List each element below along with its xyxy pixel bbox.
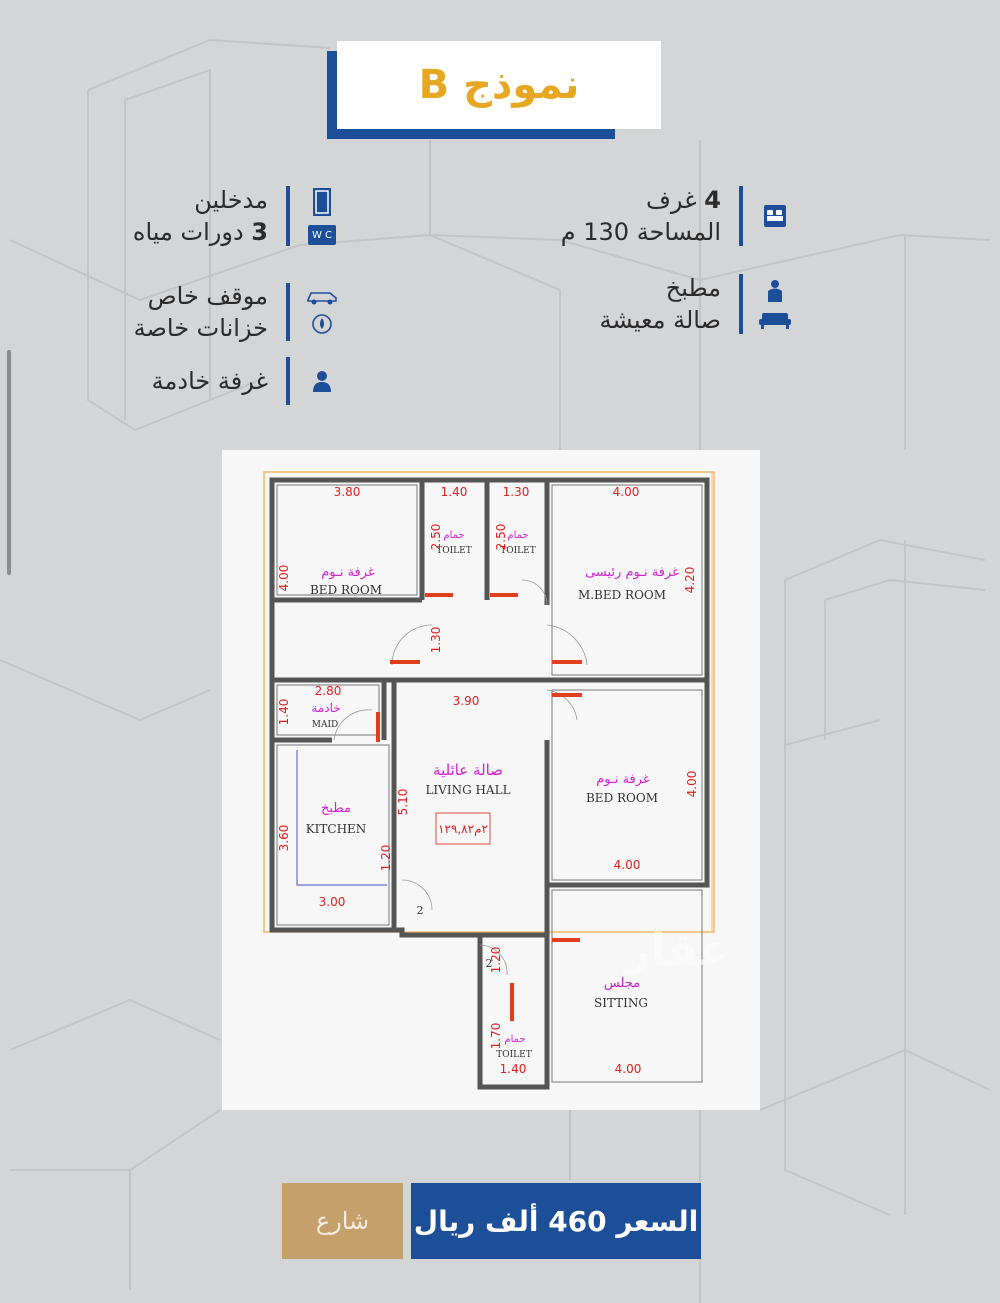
tanks-line: خزانات خاصة <box>133 314 268 342</box>
dim-label: 2.80 <box>315 684 342 698</box>
entrances-line: مدخلين <box>194 186 268 214</box>
price-suffix: ألف ريال <box>413 1204 539 1238</box>
toilet2-en-label: TOILET <box>500 546 536 556</box>
floor-plan-image: غرفة نـوم BED ROOM حمام TOILET حمام TOIL… <box>222 450 760 1110</box>
maid-line: غرفة خادمة <box>151 367 268 395</box>
door-icon <box>313 188 331 216</box>
maid-en-label: MAID <box>312 720 339 730</box>
sofa-icon <box>759 313 791 329</box>
feature-parking-tanks: موقف خاص خزانات خاصة <box>134 280 342 344</box>
dim-label: 3.00 <box>319 895 346 909</box>
maid-ar-label: خادمة <box>311 701 340 715</box>
water-tank-icon <box>312 314 332 334</box>
bed-icon <box>764 205 786 227</box>
car-icon <box>307 292 337 305</box>
dim-label: 1.40 <box>441 485 468 499</box>
dim-label: 1.40 <box>500 1062 527 1076</box>
dim-label: 1.30 <box>503 485 530 499</box>
person-icon <box>313 371 331 392</box>
wc-count: 3 <box>251 218 268 246</box>
watermark-logo: عقار <box>623 925 729 976</box>
dim-label: 2.50 <box>429 524 443 551</box>
dim-label: 3.60 <box>277 825 291 852</box>
dim-label: 1.40 <box>277 699 291 726</box>
rooms-label: غرف <box>645 186 697 214</box>
price-value: 460 <box>548 1204 607 1238</box>
feature-divider <box>286 357 290 405</box>
kitchen-en-label: KITCHEN <box>306 822 367 836</box>
wc-line: 3 دورات مياه <box>133 216 268 248</box>
parking-line: موقف خاص <box>147 282 268 310</box>
rooms-count: 4 <box>704 186 721 214</box>
toilet1-en-label: TOILET <box>436 546 472 556</box>
bed1-en-label: BED ROOM <box>310 583 382 597</box>
kitchen-line: مطبخ <box>665 274 721 302</box>
boundary-outline <box>264 471 713 932</box>
title-card: نموذج B <box>327 41 661 139</box>
toilet3-ar-label: حمام <box>504 1034 525 1045</box>
living-line: صالة معيشة <box>599 306 721 334</box>
door-swings <box>333 579 588 976</box>
dim-label: 4.00 <box>277 565 291 592</box>
title-box: نموذج B <box>337 41 661 129</box>
dim-label: 1.70 <box>489 1023 503 1050</box>
dim-label: 1.30 <box>429 627 443 654</box>
dim-label: 1.20 <box>379 845 393 872</box>
door-number: 2 <box>417 904 424 917</box>
feature-divider <box>739 274 743 334</box>
area-box <box>435 812 491 845</box>
price-button[interactable]: السعر 460 ألف ريال <box>411 1183 701 1259</box>
rooms-line: 4 غرف <box>646 184 721 216</box>
door-number: 2 <box>486 957 493 970</box>
door-markers <box>376 593 582 1021</box>
toilet1-ar-label: حمام <box>443 530 464 541</box>
page-title: نموذج B <box>418 62 580 108</box>
chef-icon <box>768 280 782 302</box>
feature-kitchen-living: مطبخ صالة معيشة <box>600 272 795 336</box>
sitting-en-label: SITTING <box>594 996 648 1010</box>
living-en-label: LIVING HALL <box>425 783 510 797</box>
scrollbar[interactable] <box>7 350 11 575</box>
dim-label: 3.80 <box>334 485 361 499</box>
toilet3-en-label: TOILET <box>496 1050 532 1060</box>
dim-label: 2.50 <box>494 524 508 551</box>
feature-divider <box>739 186 743 246</box>
walls <box>269 477 710 1090</box>
kitchen-ar-label: مطبخ <box>321 801 351 816</box>
living-area-label: ٢م١٢٩,٨٢ <box>438 822 488 836</box>
wc-label: دورات مياه <box>132 218 244 246</box>
price-prefix: السعر <box>616 1204 699 1238</box>
dim-label: 4.00 <box>614 858 641 872</box>
street-label: شارع <box>315 1207 370 1235</box>
dim-label: 5.10 <box>396 789 410 816</box>
wc-icon: W C <box>308 225 336 245</box>
mbed-en-label: M.BED ROOM <box>578 588 666 602</box>
bed2-en-label: BED ROOM <box>586 791 658 805</box>
feature-maid-room: غرفة خادمة <box>152 357 342 405</box>
feature-entrances-wc: مدخلين 3 دورات مياه W C <box>133 184 342 248</box>
dim-label: 3.90 <box>453 694 480 708</box>
area-line: المساحة 130 م <box>560 218 721 246</box>
living-ar-label: صالة عائلية <box>433 761 503 779</box>
mbed-ar-label: غرفة نـوم رئيسى <box>585 565 679 580</box>
feature-rooms-area: 4 غرف المساحة 130 م <box>561 184 795 248</box>
dim-label: 4.00 <box>685 771 699 798</box>
toilet2-ar-label: حمام <box>507 530 528 541</box>
street-button[interactable]: شارع <box>282 1183 403 1259</box>
feature-divider <box>286 186 290 246</box>
dim-label: 4.00 <box>615 1062 642 1076</box>
floor-plan-drawing: غرفة نـوم BED ROOM حمام TOILET حمام TOIL… <box>263 471 729 1090</box>
dim-label: 4.00 <box>613 485 640 499</box>
inner-lines <box>276 484 703 1083</box>
bed2-ar-label: غرفة نـوم <box>596 772 650 787</box>
feature-divider <box>286 283 290 341</box>
sitting-ar-label: مجلس <box>604 976 640 991</box>
bed1-ar-label: غرفة نـوم <box>321 565 375 580</box>
dim-label: 4.20 <box>683 567 697 594</box>
dim-label: 1.20 <box>489 947 503 974</box>
